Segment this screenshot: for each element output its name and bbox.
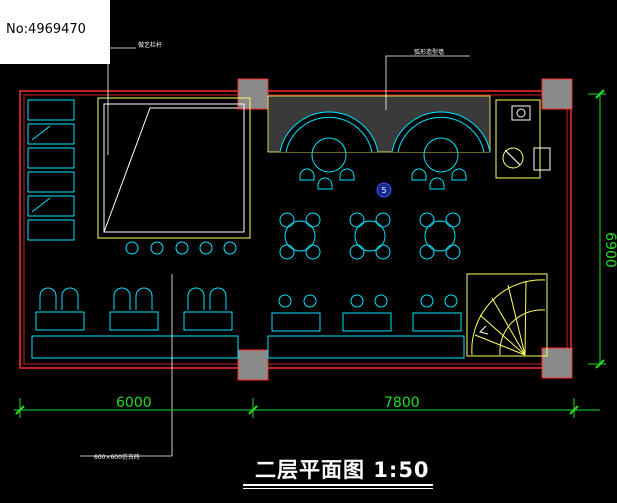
column-top-right [541,78,573,110]
image-id-label: No:4969470 [6,22,86,37]
restroom [495,99,551,179]
four-seat-tables [279,212,461,260]
center-marker: 5 [376,182,392,198]
sofa-booths [31,287,239,359]
center-marker-label: 5 [381,186,386,195]
drawing-title: 二层平面图 1:50 [255,458,430,482]
outer-wall [19,90,572,369]
lounge-seating [267,294,465,359]
spiral-staircase [466,273,548,357]
leader-lines [80,47,470,457]
dimension-right: 7800 [384,395,420,411]
annotation-railing: 做艺栏杆 [138,41,162,49]
annotation-feature-wall: 弧形造型墙 [414,48,444,56]
curved-feature-wall [267,95,491,153]
dimension-height: 6900 [602,232,617,268]
dimension-left: 6000 [116,395,152,411]
dimension-labels: 6000 7800 6900 [116,232,617,411]
atrium-opening [97,97,251,239]
left-cabinets [27,99,75,241]
annotation-floor-tile: 600×600仿古砖 [94,453,140,461]
bar-stools [125,241,237,255]
booth-tables [299,137,467,190]
dimension-lines [14,89,606,418]
title-underline [243,484,433,486]
image-id-badge: No:4969470 [0,0,110,64]
column-bottom-left [237,349,269,381]
annotation-labels: 做艺栏杆 弧形造型墙 600×600仿古砖 [94,41,444,461]
columns [237,78,573,381]
title-underline-thin [243,488,433,489]
